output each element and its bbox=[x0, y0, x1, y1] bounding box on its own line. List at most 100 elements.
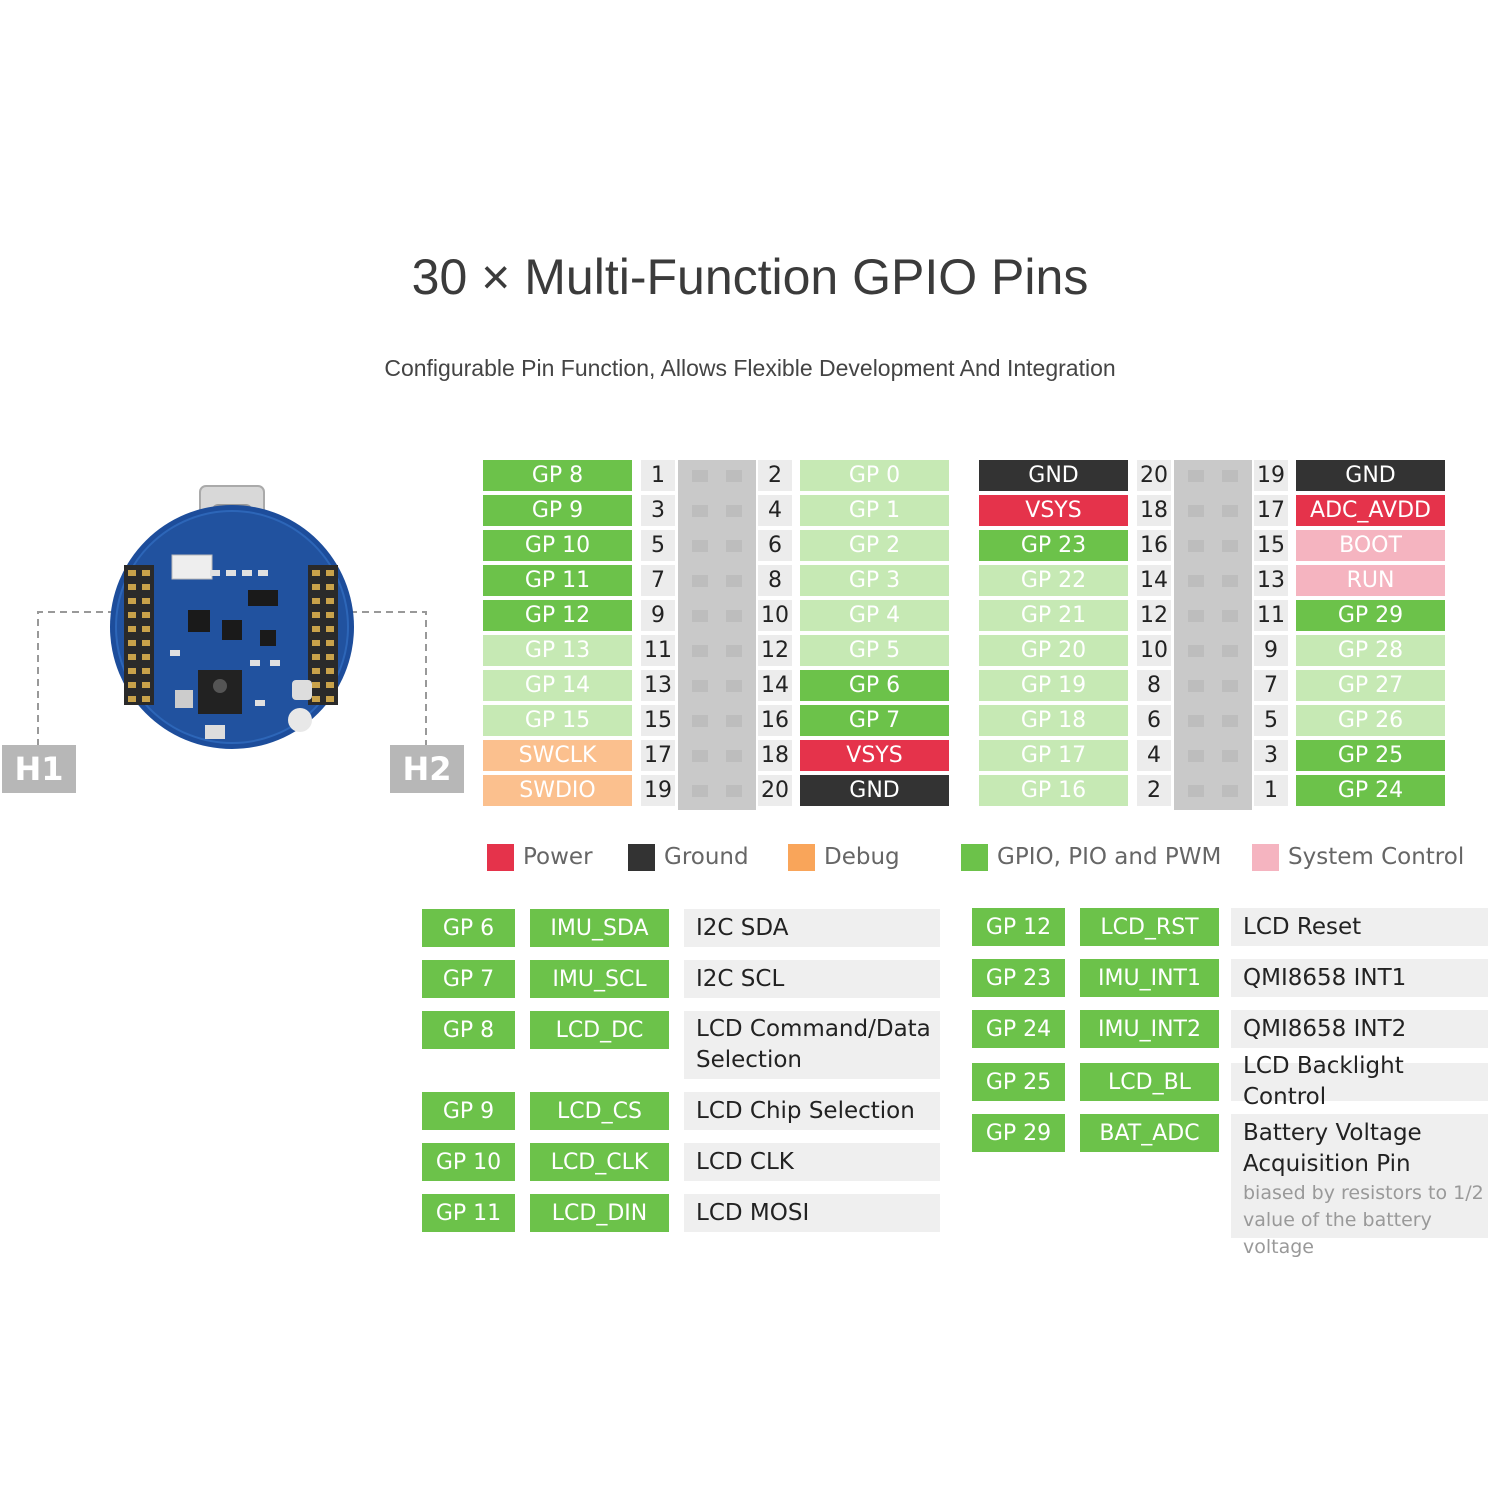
h1-pin-pad bbox=[692, 645, 708, 657]
h1-pin-number: 10 bbox=[758, 600, 792, 631]
h1-pin-left: GP 15 bbox=[483, 705, 632, 736]
function-name: LCD_DIN bbox=[530, 1194, 669, 1232]
h2-pin-pad bbox=[1188, 750, 1204, 762]
function-pin: GP 23 bbox=[972, 959, 1065, 997]
h1-pin-pad bbox=[692, 785, 708, 797]
h1-pin-number: 12 bbox=[758, 635, 792, 666]
h2-pin-pad bbox=[1222, 610, 1238, 622]
function-name: BAT_ADC bbox=[1080, 1114, 1219, 1152]
h2-pin-left: VSYS bbox=[979, 495, 1128, 526]
legend-swatch-gpio bbox=[961, 843, 988, 871]
h1-pin-left: GP 14 bbox=[483, 670, 632, 701]
h1-pin-right: VSYS bbox=[800, 740, 949, 771]
h1-pin-left: GP 11 bbox=[483, 565, 632, 596]
h2-pin-left: GP 19 bbox=[979, 670, 1128, 701]
legend-label: Debug bbox=[824, 844, 900, 870]
h1-pin-right: GP 6 bbox=[800, 670, 949, 701]
h2-pin-number: 17 bbox=[1254, 495, 1288, 526]
h2-label: H2 bbox=[390, 745, 464, 793]
h1-pin-pad bbox=[692, 610, 708, 622]
function-name: LCD_CS bbox=[530, 1092, 669, 1130]
h2-pin-number: 2 bbox=[1137, 775, 1171, 806]
description-line: LCD MOSI bbox=[696, 1199, 810, 1226]
h1-pin-right: GP 3 bbox=[800, 565, 949, 596]
h2-pin-pad bbox=[1222, 750, 1238, 762]
board-illustration: H1 H2 bbox=[0, 470, 480, 810]
h2-pin-pad bbox=[1222, 680, 1238, 692]
function-description: LCD MOSI bbox=[684, 1194, 940, 1232]
description-line: LCD CLK bbox=[696, 1148, 794, 1175]
h2-pin-right: GP 24 bbox=[1296, 775, 1445, 806]
h1-pin-number: 17 bbox=[641, 740, 675, 771]
h2-pin-left: GP 20 bbox=[979, 635, 1128, 666]
h1-pin-pad bbox=[692, 540, 708, 552]
function-pin: GP 6 bbox=[422, 909, 515, 947]
h2-pin-left: GP 16 bbox=[979, 775, 1128, 806]
description-line: I2C SCL bbox=[696, 965, 785, 992]
h1-pin-pad bbox=[692, 470, 708, 482]
h2-pin-number: 4 bbox=[1137, 740, 1171, 771]
function-description: LCD Reset bbox=[1231, 908, 1488, 946]
h1-pin-number: 14 bbox=[758, 670, 792, 701]
h2-pin-pad bbox=[1188, 575, 1204, 587]
h1-pin-number: 5 bbox=[641, 530, 675, 561]
description-line: Acquisition Pin bbox=[1243, 1151, 1411, 1177]
h1-pin-number: 1 bbox=[641, 460, 675, 491]
h1-pin-pad bbox=[726, 785, 742, 797]
h2-pin-pad bbox=[1222, 505, 1238, 517]
h2-pin-number: 16 bbox=[1137, 530, 1171, 561]
page-title: 30 × Multi-Function GPIO Pins bbox=[411, 249, 1089, 305]
h2-pin-number: 13 bbox=[1254, 565, 1288, 596]
h2-pin-right: RUN bbox=[1296, 565, 1445, 596]
h2-pin-right: GP 29 bbox=[1296, 600, 1445, 631]
h1-pin-number: 3 bbox=[641, 495, 675, 526]
description-note: biased by resistors to 1/2 bbox=[1243, 1182, 1484, 1204]
h1-header-strip bbox=[678, 460, 756, 810]
function-name: IMU_SDA bbox=[530, 909, 669, 947]
h1-pin-number: 6 bbox=[758, 530, 792, 561]
h2-pin-pad bbox=[1188, 505, 1204, 517]
h2-pin-left: GND bbox=[979, 460, 1128, 491]
h1-pin-pad bbox=[726, 645, 742, 657]
h1-pin-pad bbox=[692, 750, 708, 762]
h1-pin-right: GP 5 bbox=[800, 635, 949, 666]
legend-label: Ground bbox=[664, 844, 749, 870]
h2-pin-right: GP 25 bbox=[1296, 740, 1445, 771]
legend-label: System Control bbox=[1288, 844, 1465, 870]
h2-pin-number: 20 bbox=[1137, 460, 1171, 491]
h2-pin-left: GP 18 bbox=[979, 705, 1128, 736]
h2-pin-pad bbox=[1188, 715, 1204, 727]
h1-pin-number: 9 bbox=[641, 600, 675, 631]
description-line: Battery Voltage bbox=[1243, 1120, 1422, 1146]
function-name: IMU_SCL bbox=[530, 960, 669, 998]
h2-pin-number: 14 bbox=[1137, 565, 1171, 596]
function-description: I2C SDA bbox=[684, 909, 940, 947]
legend-item: Ground bbox=[628, 842, 749, 872]
h2-pin-pad bbox=[1222, 540, 1238, 552]
function-name: LCD_DC bbox=[530, 1011, 669, 1049]
function-pin: GP 11 bbox=[422, 1194, 515, 1232]
h2-pin-right: BOOT bbox=[1296, 530, 1445, 561]
h1-pin-right: GP 4 bbox=[800, 600, 949, 631]
h1-pin-pad bbox=[692, 575, 708, 587]
h2-pin-pad bbox=[1188, 470, 1204, 482]
h2-pin-pad bbox=[1222, 785, 1238, 797]
h1-pin-number: 8 bbox=[758, 565, 792, 596]
h2-pin-left: GP 23 bbox=[979, 530, 1128, 561]
description-line: LCD Reset bbox=[1243, 913, 1362, 940]
function-name: LCD_BL bbox=[1080, 1063, 1219, 1101]
h2-pin-left: GP 21 bbox=[979, 600, 1128, 631]
h1-pin-right: GP 2 bbox=[800, 530, 949, 561]
h2-pin-right: GP 27 bbox=[1296, 670, 1445, 701]
h2-pin-pad bbox=[1222, 715, 1238, 727]
h2-pin-pad bbox=[1222, 575, 1238, 587]
h1-pin-pad bbox=[692, 505, 708, 517]
h2-pin-right: ADC_AVDD bbox=[1296, 495, 1445, 526]
h1-pin-number: 19 bbox=[641, 775, 675, 806]
h1-pin-number: 7 bbox=[641, 565, 675, 596]
h1-pin-pad bbox=[726, 575, 742, 587]
description-line: QMI8658 INT2 bbox=[1243, 1015, 1407, 1042]
legend-label: Power bbox=[523, 844, 593, 870]
h2-pin-right: GP 28 bbox=[1296, 635, 1445, 666]
